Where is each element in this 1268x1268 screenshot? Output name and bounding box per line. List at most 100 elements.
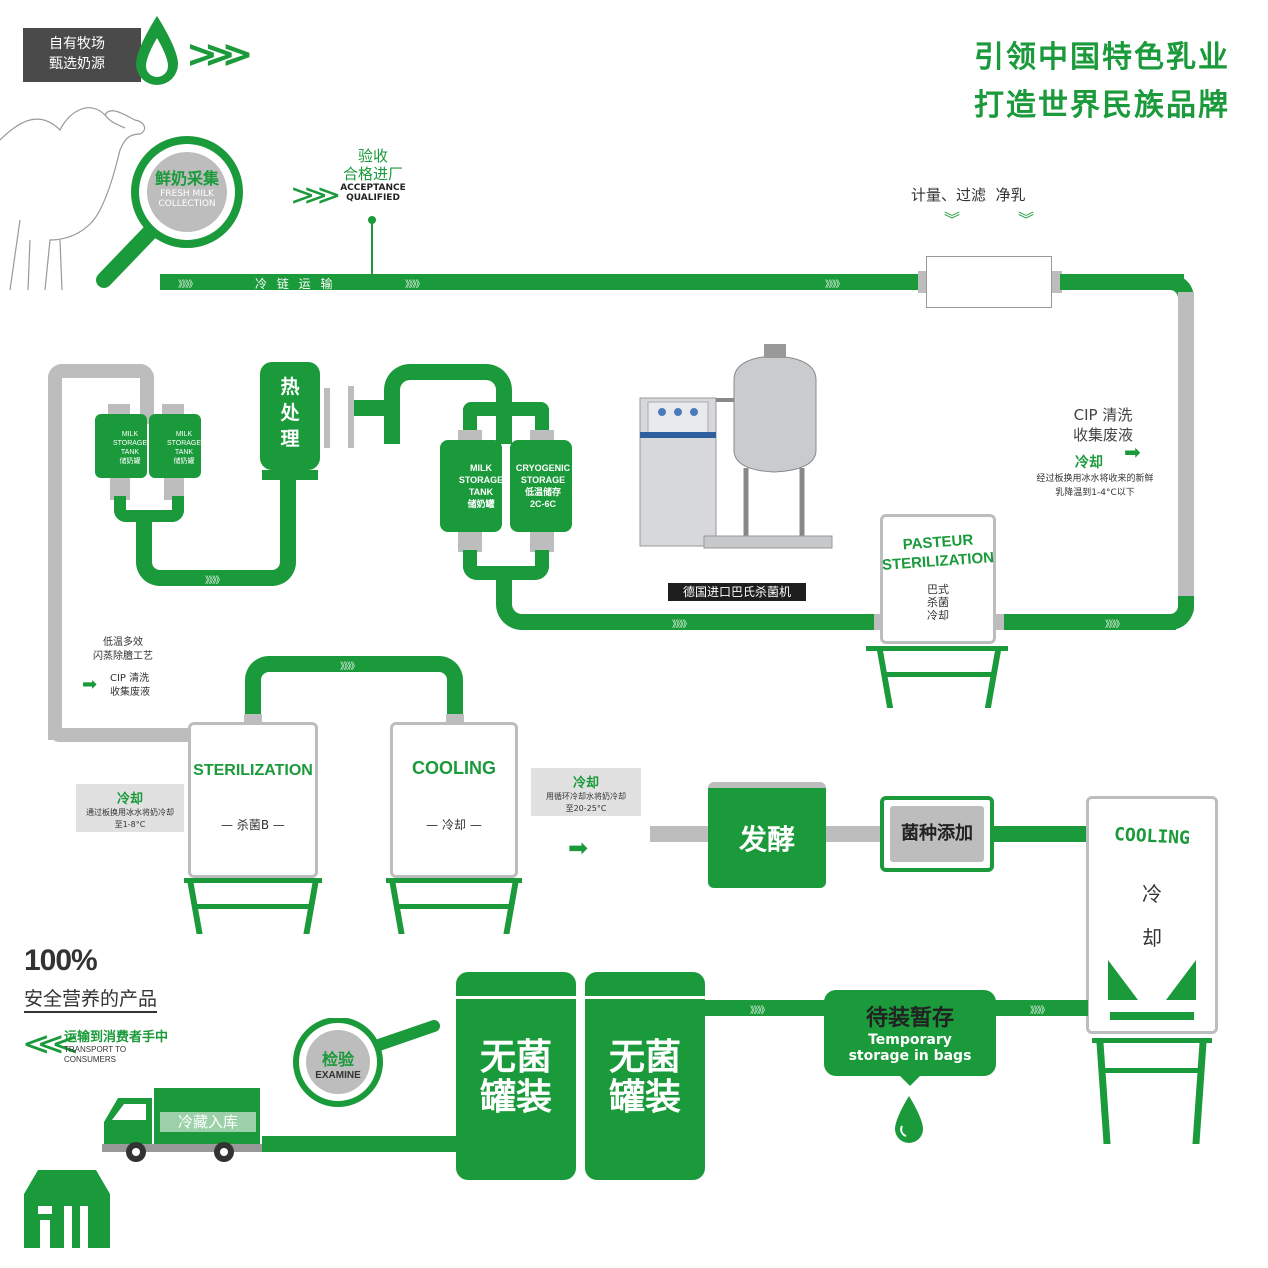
ferment-culture-pipe — [826, 826, 882, 842]
milk-drop-icon — [895, 1096, 923, 1143]
heat-base — [262, 470, 318, 480]
heat-flange — [324, 388, 330, 448]
cip-right-line1: CIP 清洗 — [1073, 406, 1133, 424]
collection-en2: COLLECTION — [158, 199, 216, 209]
mid-tank-1-en2: STORAGE — [458, 475, 504, 485]
left-top-loop — [48, 364, 154, 424]
mid-tank-1-label: MILK STORAGE TANK 储奶罐 — [440, 462, 522, 510]
stand-top — [184, 878, 322, 883]
left-tank-2 — [149, 414, 201, 478]
farm-badge-line2: 甄选奶源 — [49, 56, 105, 72]
flow-chevron: 》》》》 — [205, 576, 224, 586]
right-return-pipe — [1178, 292, 1194, 612]
evap-cip2: 收集废液 — [110, 687, 150, 698]
tank-cap — [458, 430, 482, 442]
machine-caption: 德国进口巴氏杀菌机 — [668, 583, 806, 601]
culture-unit: 菌种添加 — [880, 796, 994, 872]
cooling-mid-en: COOLING — [412, 758, 496, 778]
acceptance-label: 验收 合格进厂 ACCEPTANCE QUALIFIED — [320, 147, 426, 203]
stand-bar — [196, 904, 310, 909]
acceptance-cn1: 验收 — [357, 147, 388, 165]
cool-mid-title: 冷却 — [572, 776, 599, 791]
transport-label: 运输到消费者手中 TRANSPORT TO CONSUMERS — [64, 1026, 168, 1065]
cool-mid-note: 冷却 用循环冷却水将奶冷却 至20-25°C — [531, 768, 641, 816]
heat-down-pipe — [280, 478, 296, 518]
flow-chevron: 》》》》 — [1030, 1006, 1049, 1016]
arrow-right-icon: ➡ — [1124, 440, 1141, 464]
left-tank-1-en2: STORAGE — [112, 440, 148, 447]
left-down-pipe — [48, 420, 62, 740]
to-sterilization-pipe — [80, 728, 190, 742]
pasteur-cn: 巴式 杀菌 冷却 — [880, 583, 996, 622]
chevron-down-icon: ︾ — [944, 210, 961, 229]
mid-tank-1-cn: 储奶罐 — [467, 499, 495, 509]
chevron-left-icon: <<< — [22, 1024, 80, 1064]
farm-badge: 自有牧场 甄选奶源 — [23, 28, 141, 82]
mid-tank-2-en3: 低温储存 — [524, 487, 561, 497]
sterilization-cn: — 杀菌B — — [221, 818, 285, 832]
cool-mid-desc1: 用循环冷却水将奶冷却 — [546, 792, 626, 801]
aseptic-filling-2: 无菌 罐装 — [585, 972, 705, 1180]
pointer-triangle — [898, 1074, 922, 1086]
left-tank-2-cn: 储奶罐 — [173, 458, 195, 465]
arrow-right-icon: ➡ — [82, 674, 98, 695]
cool-left-note: 冷却 通过板换用冰水将奶冷却 至1-8°C — [76, 784, 184, 832]
acceptance-dot — [368, 216, 376, 224]
cip-right-desc1: 经过板换用冰水将收来的新鲜 — [1036, 474, 1154, 484]
sterilization-en: STERILIZATION — [193, 762, 313, 779]
evap-line2: 闪蒸除膻工艺 — [93, 651, 153, 662]
left-tank-2-en3: TANK — [174, 449, 194, 456]
cool-mid-desc2: 至20-25°C — [565, 804, 607, 813]
acceptance-en2: QUALIFIED — [346, 193, 400, 203]
aseptic-1-l2: 罐装 — [479, 1077, 552, 1118]
left-tank-2-en2: STORAGE — [166, 440, 202, 447]
cooling-mid-cn-text: 冷却 — [441, 818, 466, 832]
temp-storage-box: 待装暂存 Temporary storage in bags — [824, 990, 996, 1076]
cool-left-title: 冷却 — [116, 792, 143, 807]
mid-tank-2-cn: 2C-6C — [529, 499, 556, 509]
pasteurizer-machine-image — [639, 344, 833, 549]
left-tank-1-cn: 储奶罐 — [119, 458, 141, 465]
temp-storage-en2: storage in bags — [848, 1048, 972, 1064]
mid-bottom-loop — [463, 550, 549, 580]
flow-chevron: 》》》》 — [825, 280, 844, 290]
safety-percent: 100% — [24, 944, 98, 977]
tank-cap — [530, 430, 554, 442]
mid-tank-2 — [510, 440, 572, 532]
cold-chain-label: 冷 链 运 输 — [255, 277, 336, 291]
acceptance-cn2: 合格进厂 — [342, 165, 403, 183]
filter-connector — [1052, 271, 1062, 293]
stand-bar — [1104, 1068, 1198, 1073]
cooling-right-cn2: 却 — [1142, 926, 1162, 950]
evap-label: 低温多效 闪蒸除膻工艺 — [78, 636, 168, 664]
flow-chevron: 》》》》 — [340, 662, 359, 672]
flow-chevron: 》》》》 — [405, 280, 424, 290]
cool-left-desc1: 通过板换用冰水将奶冷却 — [86, 808, 174, 817]
evap-cip: CIP 清洗 收集废液 — [110, 672, 150, 700]
tank-base — [458, 532, 482, 552]
cip-right-desc2: 乳降温到1-4°C以下 — [1055, 488, 1135, 498]
stand-top — [1092, 1038, 1212, 1043]
slogan-line1: 引领中国特色乳业 — [974, 40, 1230, 75]
left-to-heat-pipe — [136, 510, 296, 586]
mid-to-pasteur-pipe — [520, 614, 874, 630]
evap-cip1: CIP 清洗 — [110, 673, 150, 684]
collection-en1: FRESH MILK — [160, 189, 214, 199]
cooling-mid-cn: — 冷却 — — [426, 818, 482, 832]
left-tank-1-en3: TANK — [120, 449, 140, 456]
pasteur-tank — [880, 514, 996, 644]
tank-base — [110, 478, 130, 500]
filter-connector — [918, 271, 928, 293]
filter-out-pipe — [1060, 274, 1184, 290]
tank-base — [164, 478, 184, 500]
aseptic-2-l2: 罐装 — [608, 1077, 681, 1118]
stand-top — [866, 646, 1008, 651]
transport-en2: CONSUMERS — [64, 1055, 117, 1064]
flow-chevron: 》》》》 — [178, 280, 197, 290]
pasteur-cn1: 巴式 — [927, 583, 949, 596]
transport-cn: 运输到消费者手中 — [64, 1030, 169, 1045]
pipe-corner — [496, 590, 536, 630]
chevron-right-icon: >>> — [186, 32, 253, 76]
collection-label: 鲜奶采集 FRESH MILK COLLECTION — [147, 165, 227, 209]
pasteur-out-connector — [994, 614, 1006, 630]
